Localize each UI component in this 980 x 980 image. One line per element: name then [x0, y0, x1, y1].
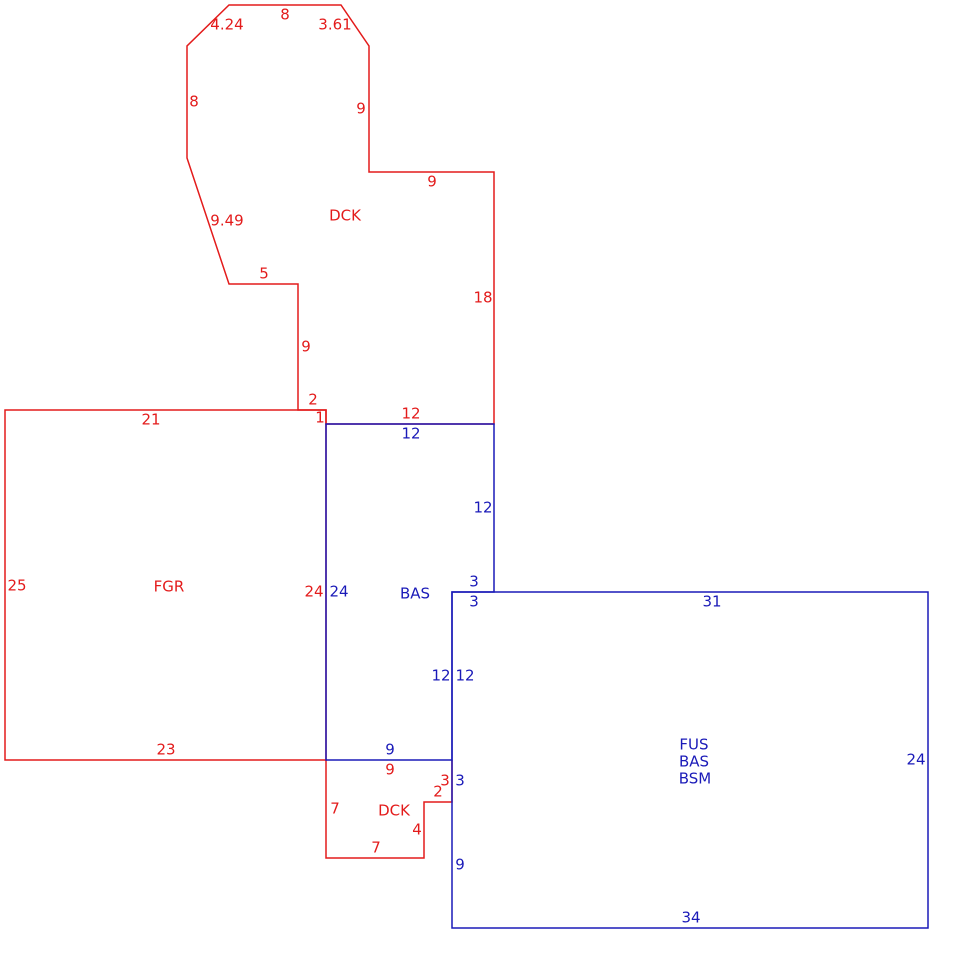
fgr-dim-left: 25 [7, 577, 26, 595]
dck-upper-label: DCK [329, 207, 362, 225]
dck-lower-dim-right: 4 [412, 821, 422, 839]
main-dim-left-mid: 3 [455, 772, 465, 790]
bas-dim-bottom: 9 [385, 741, 395, 759]
dck-upper-dim-step: 9 [427, 173, 437, 191]
main-label-bsm: BSM [679, 770, 712, 788]
fgr-dim-right: 24 [304, 583, 323, 601]
dck-upper-dim-jog: 2 [308, 391, 318, 409]
dck-lower-dim-bottom: 7 [371, 839, 381, 857]
dck-upper-dim-top-right-diag: 3.61 [318, 16, 351, 34]
dck-lower-dim-right-upper: 3 [440, 772, 450, 790]
main-label-fus: FUS [679, 736, 708, 754]
dck-upper-dim-top-left-diag: 4.24 [210, 16, 243, 34]
main-dim-left-upper: 12 [455, 667, 474, 685]
dck-upper-dim-right-upper: 9 [356, 100, 366, 118]
fgr-label: FGR [154, 578, 185, 596]
bas-dim-step: 3 [469, 573, 479, 591]
dck-upper-dim-left-diag: 9.49 [210, 212, 243, 230]
bas-label: BAS [400, 585, 430, 603]
main-dim-right: 24 [906, 751, 925, 769]
dck-upper-dim-right-long: 18 [473, 289, 492, 307]
main-outline [451, 591, 929, 929]
bas-dim-left: 24 [329, 583, 348, 601]
fgr-dim-bottom: 23 [156, 741, 175, 759]
bas-dim-right-lower: 12 [431, 667, 450, 685]
main-dim-top: 31 [702, 593, 721, 611]
dck-lower-label: DCK [378, 802, 411, 820]
bas-dim-top: 12 [401, 425, 420, 443]
fgr-dim-top: 21 [141, 411, 160, 429]
main-dim-bottom: 34 [681, 909, 700, 927]
dck-upper-dim-step-bottom: 5 [259, 265, 269, 283]
main-label-bas: BAS [679, 753, 709, 771]
dck-upper-dim-jog-down: 1 [315, 409, 325, 427]
dck-lower-dim-step: 2 [433, 783, 443, 801]
dck-upper-dim-bottom: 12 [401, 405, 420, 423]
dck-upper-dim-left-lower: 9 [301, 338, 311, 356]
bas-dim-right-upper: 12 [473, 499, 492, 517]
main-dim-left-lower: 9 [455, 856, 465, 874]
dck-upper-dim-top: 8 [280, 6, 290, 24]
dck-lower-dim-top: 9 [385, 761, 395, 779]
dck-lower-dim-left: 7 [330, 800, 340, 818]
dck-upper-dim-left-upper: 8 [189, 93, 199, 111]
main-dim-step: 3 [469, 593, 479, 611]
